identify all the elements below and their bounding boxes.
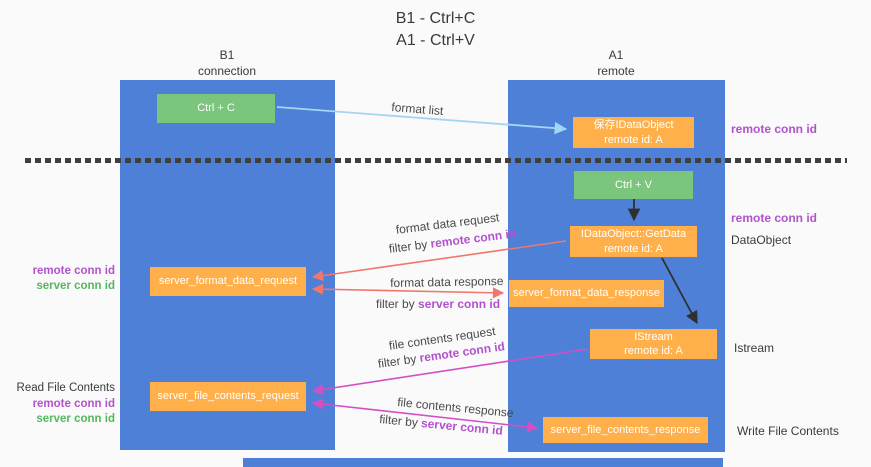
filter-by-text: filter by (377, 351, 421, 371)
format-list-label: format list (390, 100, 444, 119)
server-file-contents-request-box: server_file_contents_request (150, 382, 306, 411)
istream-annotation: Istream (734, 341, 775, 355)
server-conn-id-annotation-bottom-left: server conn id (36, 413, 115, 425)
remote-conn-id-annotation-top-left: remote conn id (32, 265, 115, 277)
ctrl-c-box: Ctrl + C (157, 94, 275, 123)
format-data-response-label: format data response (390, 274, 504, 290)
idataobject-getdata-box: IDataObject::GetData remote id: A (570, 226, 697, 257)
filter-by-text: filter by (388, 236, 432, 256)
remote-conn-id-annotation-top-right: remote conn id (731, 122, 818, 136)
bottom-blue-strip (243, 458, 723, 467)
istream-box: IStream remote id: A (590, 329, 717, 359)
server-conn-id-key: server conn id (420, 416, 504, 438)
title-line-1: B1 - Ctrl+C (395, 10, 476, 27)
server-format-data-request-box: server_format_data_request (150, 267, 306, 296)
remote-conn-id-annotation-mid-right: remote conn id (731, 211, 818, 225)
save-idataobject-box: 保存IDataObject remote id: A (573, 117, 694, 148)
write-file-contents-annotation: Write File Contents (737, 424, 839, 438)
server-conn-id-key: server conn id (418, 297, 501, 311)
dataobject-annotation: DataObject (731, 233, 792, 247)
ctrl-v-box: Ctrl + V (574, 171, 693, 199)
remote-conn-id-annotation-bottom-left: remote conn id (32, 398, 115, 410)
server-format-data-response-box: server_format_data_response (509, 280, 664, 307)
lifeline-header-b1: B1 connection (197, 48, 257, 78)
title-line-2: A1 - Ctrl+V (396, 31, 475, 49)
filter-by-text: filter by (378, 412, 422, 430)
filter-by-text: filter by (376, 297, 419, 311)
server-file-contents-response-box: server_file_contents_response (543, 417, 708, 443)
lifeline-header-a1: A1 remote (597, 48, 635, 78)
section-divider-dashed-line (25, 158, 847, 163)
page-title: B1 - Ctrl+C A1 - Ctrl+V (0, 8, 871, 51)
read-file-contents-annotation: Read File Contents (16, 382, 115, 394)
format-data-response-filter-label: filter by server conn id (376, 297, 500, 311)
server-conn-id-annotation-top-left: server conn id (36, 280, 115, 292)
